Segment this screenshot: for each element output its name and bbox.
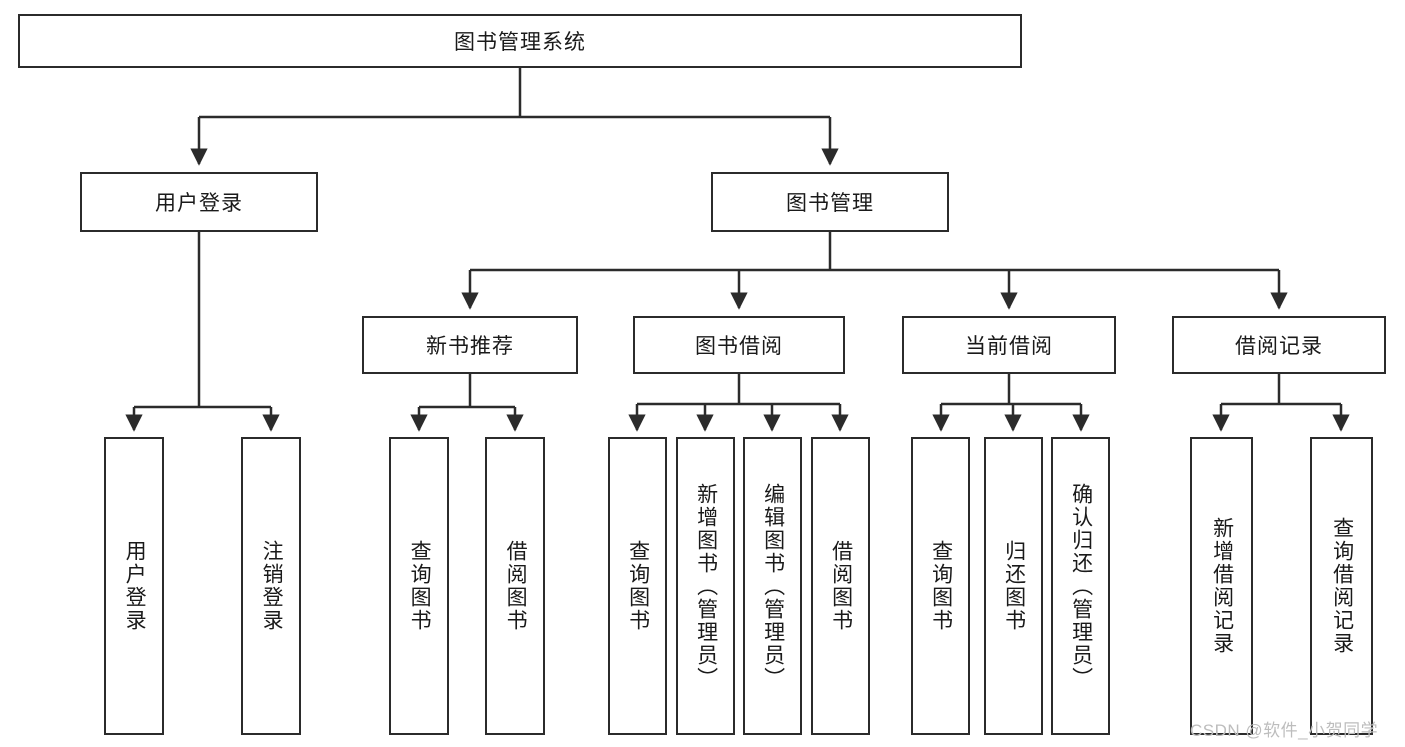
leaf-add-borrow-record[interactable]: 新增借阅记录 [1190, 437, 1253, 735]
node-borrow-record[interactable]: 借阅记录 [1172, 316, 1386, 374]
node-user-login[interactable]: 用户登录 [80, 172, 318, 232]
node-book-borrow[interactable]: 图书借阅 [633, 316, 845, 374]
leaf-user-login[interactable]: 用户登录 [104, 437, 164, 735]
leaf-add-book-admin[interactable]: 新增图书（管理员） [676, 437, 735, 735]
node-root-label: 图书管理系统 [454, 31, 586, 54]
leaf-logout[interactable]: 注销登录 [241, 437, 301, 735]
node-root[interactable]: 图书管理系统 [18, 14, 1022, 68]
csdn-watermark: CSDN @软件_小贺同学 [1190, 721, 1379, 740]
leaf-confirm-return-admin[interactable]: 确认归还（管理员） [1051, 437, 1110, 735]
leaf-query-book[interactable]: 查询图书 [608, 437, 667, 735]
node-book-management[interactable]: 图书管理 [711, 172, 949, 232]
leaf-borrow-book[interactable]: 借阅图书 [811, 437, 870, 735]
leaf-label: 编辑图书（管理员） [761, 482, 785, 690]
leaf-label: 查询图书 [929, 540, 953, 632]
leaf-label: 查询图书 [408, 540, 432, 632]
leaf-label: 新增借阅记录 [1210, 517, 1234, 655]
leaf-label: 借阅图书 [829, 540, 853, 632]
node-user-login-label: 用户登录 [155, 192, 243, 215]
leaf-label: 用户登录 [123, 540, 147, 632]
leaf-label: 归还图书 [1002, 540, 1026, 632]
leaf-query-borrow-record[interactable]: 查询借阅记录 [1310, 437, 1373, 735]
node-new-book-recommend-label: 新书推荐 [426, 335, 514, 358]
leaf-label: 注销登录 [260, 540, 284, 632]
leaf-query-book-current[interactable]: 查询图书 [911, 437, 970, 735]
leaf-label: 确认归还（管理员） [1069, 482, 1093, 690]
leaf-query-book-recommend[interactable]: 查询图书 [389, 437, 449, 735]
leaf-return-book[interactable]: 归还图书 [984, 437, 1043, 735]
leaf-borrow-book-recommend[interactable]: 借阅图书 [485, 437, 545, 735]
node-current-borrow-label: 当前借阅 [965, 335, 1053, 358]
leaf-label: 查询图书 [626, 540, 650, 632]
leaf-label: 借阅图书 [504, 540, 528, 632]
leaf-edit-book-admin[interactable]: 编辑图书（管理员） [743, 437, 802, 735]
leaf-label: 查询借阅记录 [1330, 517, 1354, 655]
node-new-book-recommend[interactable]: 新书推荐 [362, 316, 578, 374]
node-current-borrow[interactable]: 当前借阅 [902, 316, 1116, 374]
node-book-borrow-label: 图书借阅 [695, 335, 783, 358]
node-borrow-record-label: 借阅记录 [1235, 335, 1323, 358]
node-book-management-label: 图书管理 [786, 192, 874, 215]
leaf-label: 新增图书（管理员） [694, 482, 718, 690]
